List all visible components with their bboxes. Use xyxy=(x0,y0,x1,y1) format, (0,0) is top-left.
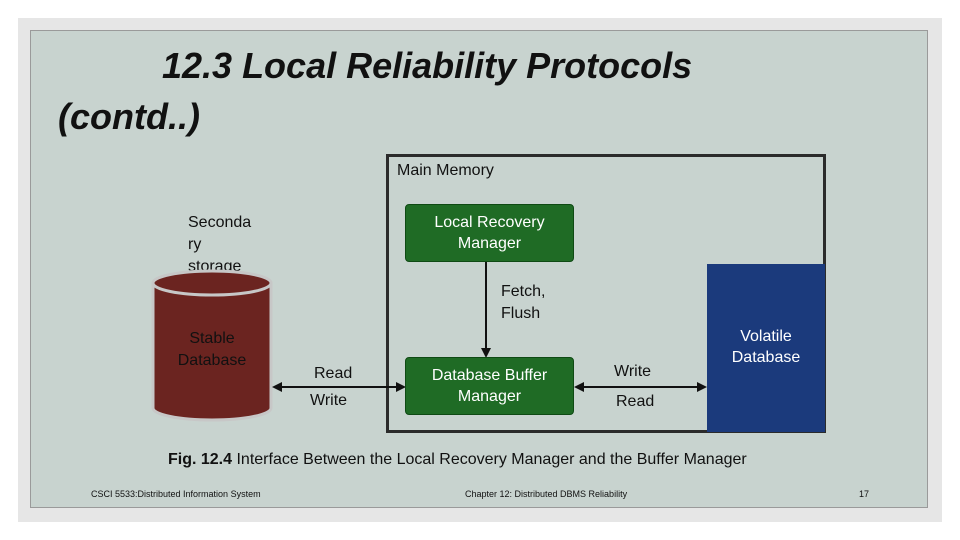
stable-database-label: Stable Database xyxy=(177,330,247,369)
footer-chapter: Chapter 12: Distributed DBMS Reliability xyxy=(465,489,628,499)
fetch-flush-label: Fetch, Flush xyxy=(501,283,546,322)
volatile-database-box: Volatile Database xyxy=(707,264,825,432)
footer-course: CSCI 5533:Distributed Information System xyxy=(91,489,261,499)
local-recovery-manager-box: Local Recovery Manager xyxy=(405,204,574,262)
right-write-label: Write xyxy=(614,363,652,380)
stable-database-cylinder xyxy=(151,269,273,422)
main-memory-label: Main Memory xyxy=(397,162,494,179)
figure-caption: Fig. 12.4 Interface Between the Local Re… xyxy=(168,451,747,468)
slide-title-line1: 12.3 Local Reliability Protocols xyxy=(162,45,693,86)
database-buffer-manager-box: Database Buffer Manager xyxy=(405,357,574,415)
right-read-label: Read xyxy=(616,393,655,410)
left-write-label: Write xyxy=(310,392,348,409)
left-read-label: Read xyxy=(314,365,353,382)
slide-title-line2: (contd..) xyxy=(58,96,200,137)
footer-page-number: 17 xyxy=(859,489,870,499)
